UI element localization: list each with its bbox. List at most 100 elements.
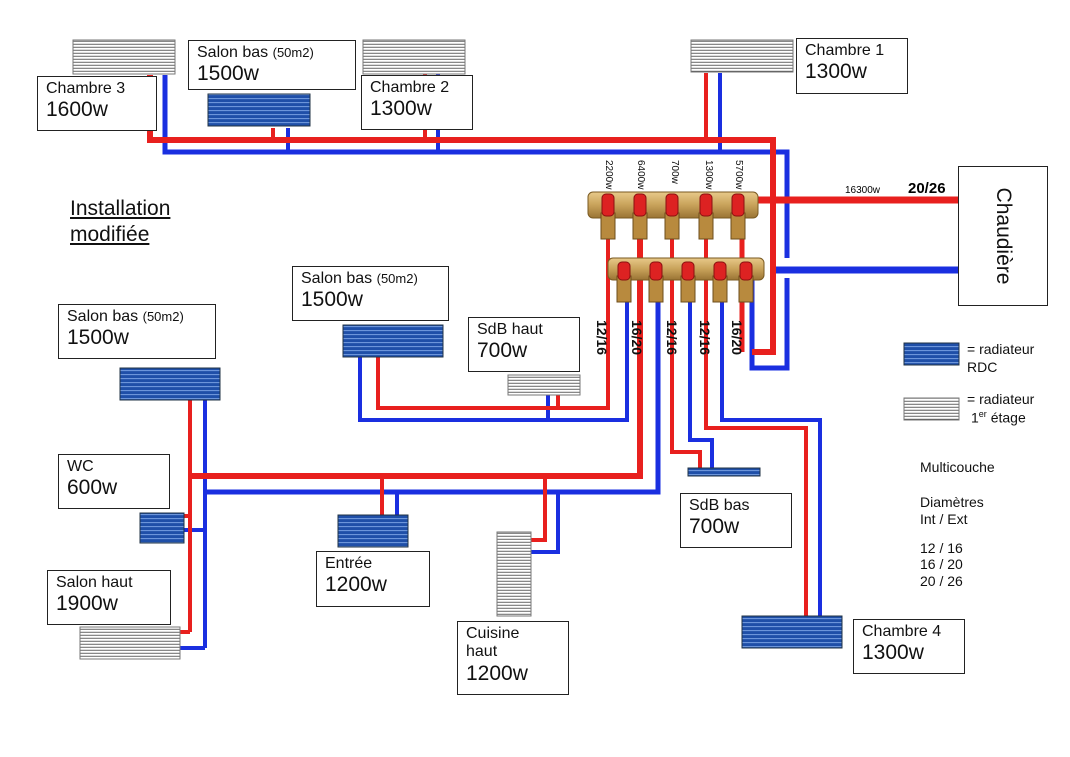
radiator-chambre3: [72, 39, 176, 75]
room-salonbas-left: Salon bas (50m2) 1500w: [58, 304, 216, 359]
return-left-main: [205, 300, 661, 495]
room-wc: WC 600w: [58, 454, 170, 509]
room-name: Chambre 2: [370, 79, 450, 96]
room-name: Entrée: [325, 555, 373, 572]
room-power: 1500w: [197, 62, 259, 86]
legend-rdc-line2: RDC: [967, 358, 998, 375]
supply-valve: [698, 193, 714, 240]
room-name: SdB haut: [477, 321, 543, 338]
legend-etage-line2: 1er étage: [971, 408, 1026, 426]
pipe-diameter-label: 12/16: [594, 320, 610, 355]
info-d3: 20 / 26: [920, 573, 963, 590]
room-power: 1300w: [805, 60, 867, 84]
room-name: Cuisine: [466, 625, 520, 642]
legend-rdc-text: = radiateur RDC: [967, 341, 1034, 376]
pipe-diameter-label: 16/20: [729, 320, 745, 355]
legend-rdc-line1: = radiateur: [967, 341, 1035, 357]
room-sdbbas: SdB bas 700w: [680, 493, 792, 548]
legend-rdc-swatch: [903, 342, 960, 366]
supply-manifold: [587, 191, 759, 240]
room-power: 1300w: [862, 641, 924, 665]
room-chambre4: Chambre 4 1300w: [853, 619, 965, 674]
return-valve: [712, 261, 728, 303]
room-sdbhaut: SdB haut 700w: [468, 317, 580, 372]
radiator-sdbbas: [687, 467, 761, 477]
supply-chambre4: [704, 238, 808, 618]
boiler-main-diameter: 20/26: [908, 180, 946, 197]
room-chambre3: Chambre 3 1600w: [37, 76, 157, 131]
room-salonbas-mid: Salon bas (50m2) 1500w: [292, 266, 449, 321]
room-name-line2: haut: [466, 643, 498, 661]
boiler-label: Chaudière: [992, 187, 1015, 285]
return-chambre4: [720, 300, 822, 618]
room-salonbas-top: Salon bas (50m2) 1500w: [188, 40, 356, 90]
supply-valve: [730, 193, 746, 240]
radiator-salonbas-mid: [342, 324, 444, 358]
return-valve: [738, 261, 754, 303]
room-name: Salon haut: [56, 574, 133, 591]
title-line1: Installation: [70, 197, 171, 220]
radiator-chambre2: [362, 39, 466, 75]
radiator-salonbas-left: [119, 367, 221, 401]
radiator-salonhaut: [79, 626, 181, 660]
radiator-chambre4: [741, 615, 843, 649]
return-valve: [616, 261, 632, 303]
legend-etage-text: = radiateur 1er étage: [967, 391, 1034, 427]
info-d2: 16 / 20: [920, 556, 963, 573]
room-power: 1200w: [466, 661, 528, 685]
legend-etage-line1: = radiateur: [967, 391, 1035, 407]
radiator-chambre1: [690, 39, 794, 73]
room-name: Salon bas (50m2): [197, 44, 314, 61]
return-sdbbas: [688, 300, 714, 468]
radiator-salonbas-top: [207, 93, 311, 127]
supply-salonbas-mid: [376, 238, 610, 410]
room-power: 600w: [67, 476, 118, 500]
room-name: SdB bas: [689, 497, 750, 514]
manifold-power-label: 6400w: [635, 160, 646, 190]
boiler-box: Chaudière: [958, 166, 1048, 306]
info-diam-title1: Diamètres: [920, 494, 984, 510]
info-diameters: Diamètres Int / Ext 12 / 16 16 / 20 20 /…: [920, 494, 984, 590]
return-loop-right: [749, 278, 790, 371]
supply-valve: [600, 193, 616, 240]
diagram-title: Installation modifiée: [70, 196, 170, 249]
room-power: 700w: [689, 515, 740, 539]
info-diam-title2: Int / Ext: [920, 510, 968, 527]
info-d1: 12 / 16: [920, 539, 963, 556]
return-salonbas-mid: [358, 300, 629, 422]
room-power: 1900w: [56, 592, 118, 616]
room-power: 1500w: [67, 326, 129, 350]
return-valve: [680, 261, 696, 303]
legend-etage-swatch: [903, 397, 960, 421]
manifold-power-label: 5700w: [733, 160, 744, 190]
pipe-diameter-label: 12/16: [697, 320, 713, 355]
room-name: Salon bas (50m2): [67, 308, 184, 325]
title-line2: modifiée: [70, 223, 150, 247]
supply-valve: [632, 193, 648, 240]
room-name: Salon bas (50m2): [301, 270, 418, 287]
radiator-entree: [337, 514, 409, 548]
room-power: 1200w: [325, 573, 387, 597]
info-material: Multicouche: [920, 459, 995, 475]
room-chambre1: Chambre 1 1300w: [796, 38, 908, 94]
manifold-power-label: 700w: [669, 160, 680, 185]
room-power: 1300w: [370, 97, 432, 121]
room-name: WC: [67, 458, 94, 475]
room-name: Chambre 4: [862, 623, 942, 640]
room-name: Chambre 3: [46, 80, 126, 97]
supply-sdbbas: [670, 238, 702, 468]
room-chambre2: Chambre 2 1300w: [361, 75, 473, 130]
manifold-power-label: 1300w: [703, 160, 714, 190]
return-top-main: [162, 75, 790, 258]
return-pipes: [162, 73, 958, 650]
manifold-power-label: 2200w: [603, 160, 614, 190]
return-manifold: [607, 257, 765, 303]
room-name: Chambre 1: [805, 42, 885, 59]
return-valve: [648, 261, 664, 303]
room-entree: Entrée 1200w: [316, 551, 430, 607]
pipe-diameter-label: 12/16: [664, 320, 680, 355]
supply-left-main: [190, 238, 643, 479]
supply-valve: [664, 193, 680, 240]
room-power: 700w: [477, 339, 528, 363]
radiator-sdbhaut: [507, 374, 581, 396]
